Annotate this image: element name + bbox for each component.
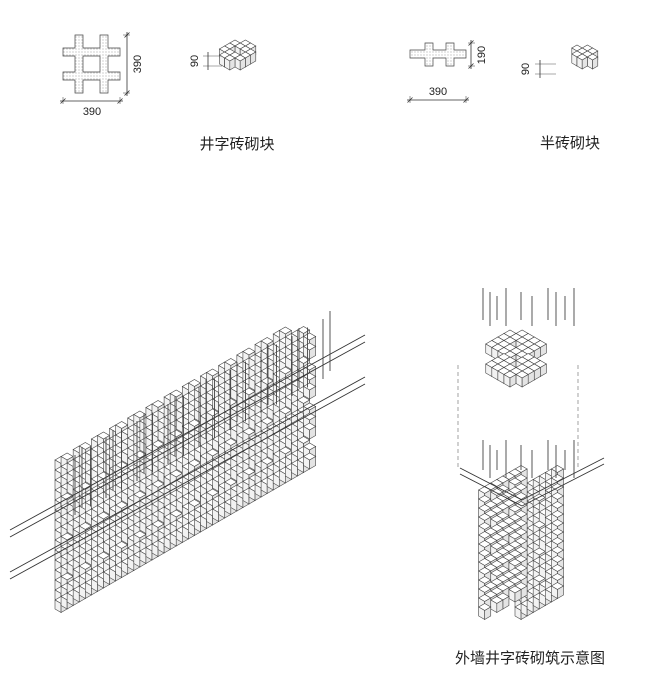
half-block-height-dimension: 190 <box>468 40 488 69</box>
full-block-thickness-label: 90 <box>189 55 201 67</box>
corner-column-isometric <box>457 288 605 621</box>
half-block-plan <box>409 42 467 67</box>
full-block-width-dimension: 390 <box>60 97 123 118</box>
full-block-caption: 井字砖砌块 <box>199 135 274 153</box>
half-block-thickness-dimension: 90 <box>520 60 556 78</box>
half-block-caption: 半砖砌块 <box>540 134 600 152</box>
full-block-shape <box>62 34 121 94</box>
full-block-height-label: 390 <box>132 55 144 73</box>
full-block-height-dimension: 390 <box>123 32 144 96</box>
half-block-shape <box>409 42 467 67</box>
wall-isometric <box>9 311 366 614</box>
half-block-thickness-label: 90 <box>520 63 532 75</box>
full-block-width-label: 390 <box>83 106 101 118</box>
half-block-width-label: 390 <box>429 86 447 98</box>
half-block-width-dimension: 390 <box>407 86 469 103</box>
half-block-height-label: 190 <box>476 46 488 64</box>
wall-diagram-caption: 外墙井字砖砌筑示意图 <box>455 649 605 667</box>
full-block-plan <box>62 34 121 94</box>
full-block-thickness-dimension: 90 <box>189 52 222 70</box>
half-block-isometric <box>571 44 599 70</box>
full-block-isometric <box>218 39 257 71</box>
